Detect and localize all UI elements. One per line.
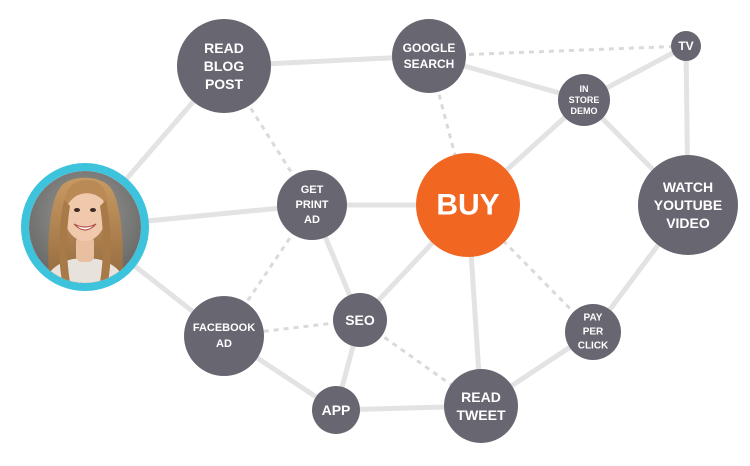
- node-watch-youtube-video-label-line: YOUTUBE: [654, 197, 722, 213]
- node-buy-circle: [416, 153, 520, 257]
- node-facebook-ad-label-line: AD: [216, 338, 232, 350]
- node-app-label-line: APP: [322, 402, 351, 418]
- node-google-search[interactable]: GOOGLE SEARCH: [392, 19, 466, 93]
- node-read-blog-post-label-line: READ: [204, 40, 244, 56]
- node-seo-circle: [333, 293, 387, 347]
- edge-read-blog-post-to-get-print-ad: [222, 65, 314, 206]
- node-facebook-ad-circle: [184, 296, 264, 376]
- node-read-blog-post-label-line: POST: [205, 76, 244, 92]
- node-watch-youtube-video-label-line: WATCH: [663, 179, 713, 195]
- node-facebook-ad[interactable]: FACEBOOK AD: [184, 296, 264, 376]
- node-google-search-label-line: SEARCH: [404, 57, 455, 71]
- node-get-print-ad-circle: [277, 170, 347, 240]
- node-watch-youtube-video-circle: [638, 155, 738, 255]
- node-pay-per-click-circle: [565, 304, 621, 360]
- node-buy[interactable]: BUY: [416, 153, 520, 257]
- avatar: [21, 163, 149, 291]
- node-buy-label-line: BUY: [436, 189, 499, 222]
- node-read-tweet-label-line: TWEET: [457, 407, 506, 423]
- node-in-store-demo-circle: [558, 74, 610, 126]
- node-seo-label-line: SEO: [345, 312, 375, 328]
- node-tv[interactable]: TV: [671, 31, 701, 61]
- node-read-blog-post-circle: [177, 19, 271, 113]
- node-app[interactable]: APP: [312, 386, 360, 434]
- node-app-circle: [312, 386, 360, 434]
- node-seo[interactable]: SEO: [333, 293, 387, 347]
- node-pay-per-click-label-line: PAY: [584, 313, 603, 324]
- node-read-tweet[interactable]: READ TWEET: [444, 369, 518, 443]
- node-get-print-ad-label-line: PRINT: [296, 199, 329, 211]
- node-pay-per-click-label-line: PER: [583, 327, 604, 338]
- node-watch-youtube-video-label-line: VIDEO: [666, 215, 710, 231]
- node-get-print-ad-label-line: GET: [301, 184, 324, 196]
- node-in-store-demo-label-line: DEMO: [571, 106, 598, 116]
- node-facebook-ad-label-line: FACEBOOK: [193, 322, 255, 334]
- node-read-tweet-circle: [444, 369, 518, 443]
- node-get-print-ad[interactable]: GET PRINT AD: [277, 170, 347, 240]
- node-read-tweet-label-line: READ: [461, 389, 501, 405]
- node-tv-label-line: TV: [678, 39, 693, 53]
- node-pay-per-click[interactable]: PAY PER CLICK: [565, 304, 621, 360]
- edge-google-search-to-tv: [428, 44, 687, 58]
- node-pay-per-click-label-line: CLICK: [578, 341, 609, 352]
- person-photo-icon: [29, 171, 141, 283]
- node-read-blog-post[interactable]: READ BLOG POST: [177, 19, 271, 113]
- node-google-search-circle: [392, 19, 466, 93]
- node-in-store-demo-label-line: IN: [580, 84, 589, 94]
- node-read-blog-post-label-line: BLOG: [204, 58, 245, 74]
- node-in-store-demo-label-line: STORE: [569, 95, 600, 105]
- node-google-search-label-line: GOOGLE: [403, 41, 456, 55]
- node-watch-youtube-video[interactable]: WATCH YOUTUBE VIDEO: [638, 155, 738, 255]
- node-get-print-ad-label-line: AD: [304, 214, 320, 226]
- node-tv-circle: [671, 31, 701, 61]
